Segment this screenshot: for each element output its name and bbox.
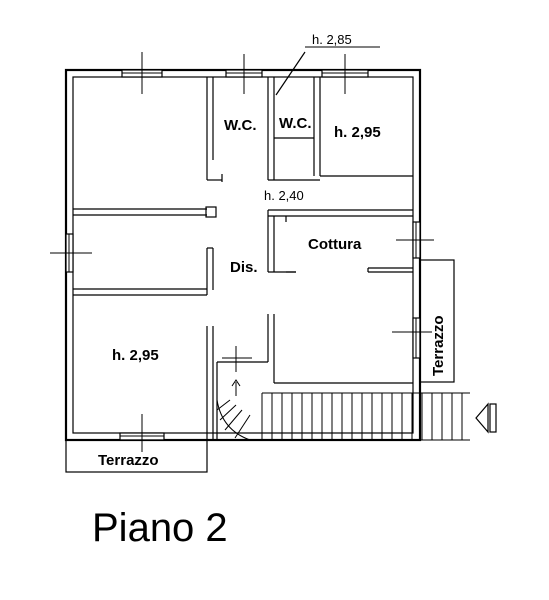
- dis-label: Dis.: [230, 259, 258, 276]
- wc-right-label: W.C.: [279, 115, 312, 132]
- terrazzo-bottom-label: Terrazzo: [98, 452, 159, 469]
- height-240-label: h. 2,40: [264, 188, 304, 203]
- interior-walls: [73, 51, 413, 440]
- wc-left-label: W.C.: [224, 117, 257, 134]
- height-295-top-label: h. 2,95: [334, 124, 381, 141]
- window-marks: [50, 52, 434, 452]
- terrace-right: [419, 259, 455, 383]
- height-295-bottom-label: h. 2,95: [112, 347, 159, 364]
- height-285-label: h. 2,85: [312, 32, 352, 47]
- staircase: [216, 392, 470, 441]
- plan-title: Piano 2: [92, 506, 228, 550]
- cottura-label: Cottura: [308, 236, 362, 253]
- door-marks: [222, 346, 252, 396]
- terrazzo-right-label: Terrazzo: [430, 315, 447, 376]
- terrace-bottom: [65, 439, 208, 473]
- entry-arrow-icon: [475, 402, 497, 434]
